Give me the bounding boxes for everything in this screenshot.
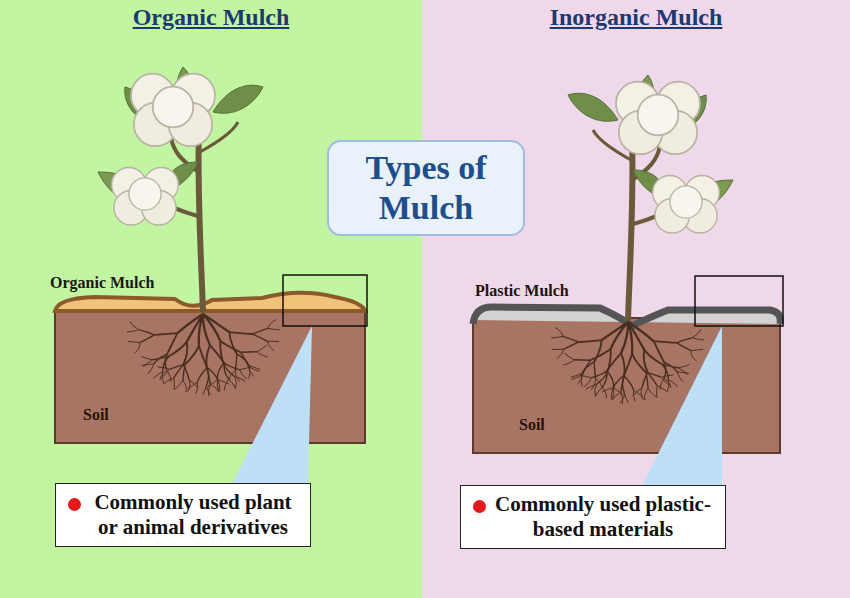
box-text: Types of Mulch bbox=[339, 148, 513, 228]
soil-label: Soil bbox=[83, 406, 109, 424]
panel-heading: Inorganic Mulch bbox=[422, 4, 850, 31]
panel-region: Inorganic MulchSoilCommonly used plastic… bbox=[422, 0, 850, 31]
bullet-dot bbox=[473, 500, 486, 513]
part-label: Organic Mulch bbox=[50, 274, 154, 292]
panel-heading: Organic Mulch bbox=[0, 4, 422, 31]
part-label: Plastic Mulch bbox=[475, 282, 569, 300]
callout-box: Commonly used plastic-based materials bbox=[460, 485, 726, 549]
callout-box: Commonly used plant or animal derivative… bbox=[55, 483, 311, 547]
soil-block: Soil bbox=[55, 310, 365, 443]
box-text: Commonly used plant or animal derivative… bbox=[86, 490, 300, 540]
soil-block: Soil bbox=[473, 318, 780, 453]
title-box: Types of Mulch bbox=[327, 140, 525, 236]
panel-region: Organic MulchSoilCommonly used plant or … bbox=[0, 0, 422, 31]
soil-label: Soil bbox=[519, 416, 545, 434]
box-text: Commonly used plastic-based materials bbox=[491, 492, 715, 542]
bullet-dot bbox=[68, 498, 81, 511]
